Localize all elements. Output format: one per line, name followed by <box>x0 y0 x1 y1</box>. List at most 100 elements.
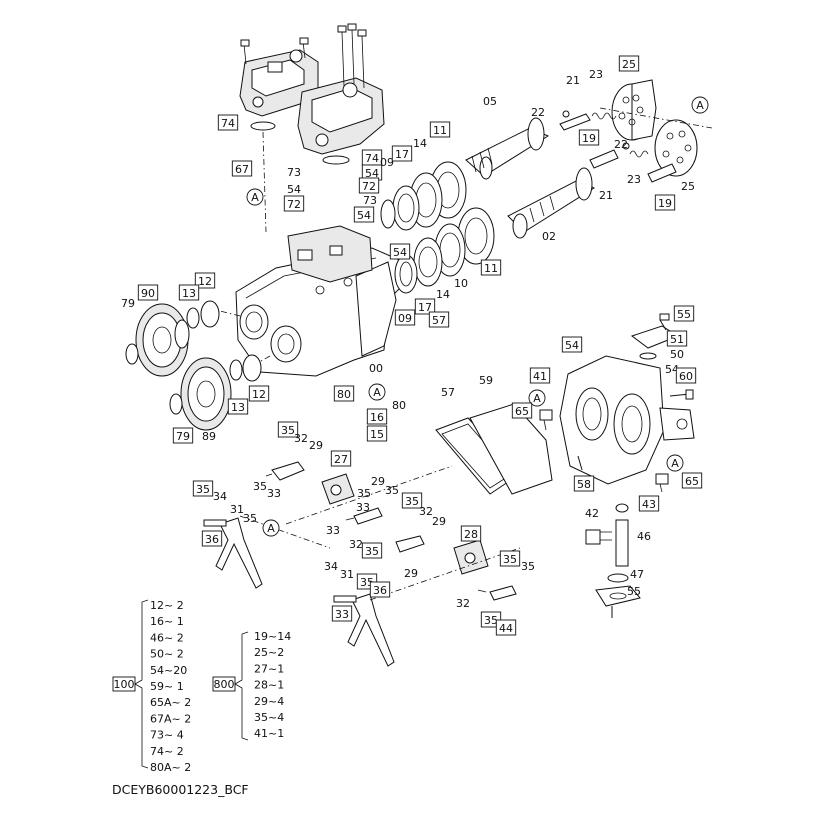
callout-number: 35 <box>357 487 371 500</box>
callout-number: 35 <box>243 512 257 525</box>
callout-05-15: 05 <box>483 95 497 108</box>
callout-box <box>353 206 375 223</box>
callout-02-27: 02 <box>542 230 556 243</box>
callout-number: 34 <box>213 490 227 503</box>
callout-number: A <box>267 522 275 535</box>
callout-55-101: 55 <box>627 585 641 598</box>
callout-number: 54 <box>565 339 579 352</box>
pin-58 <box>577 455 583 471</box>
callout-box <box>638 495 660 512</box>
callout-box <box>358 177 380 194</box>
callout-21-17: 21 <box>566 74 580 87</box>
callout-circle <box>666 454 684 472</box>
cylinder-block-25-upper <box>611 79 657 141</box>
callout-14-13: 14 <box>413 137 427 150</box>
callout-number: 54 <box>357 209 371 222</box>
callout-25-26: 25 <box>681 180 695 193</box>
linkage-lower <box>395 535 517 601</box>
kit-800-item: 35~4 <box>254 711 284 724</box>
callout-number: 28 <box>464 528 478 541</box>
fork-lever-lower <box>333 593 395 667</box>
callout-number: 33 <box>267 487 281 500</box>
callout-32-64: 32 <box>294 432 308 445</box>
callout-58-60: 58 <box>573 475 595 492</box>
callout-A-74: A <box>262 519 280 537</box>
callout-number: 19 <box>582 132 596 145</box>
callout-74-6: 74 <box>361 149 383 166</box>
callout-number: 29 <box>404 567 418 580</box>
callout-90-38: 90 <box>137 284 159 301</box>
callout-33-93: 33 <box>331 605 353 622</box>
callout-42-98: 42 <box>585 507 599 520</box>
callout-number: 27 <box>334 453 348 466</box>
callout-59-62: 59 <box>479 374 493 387</box>
callout-33-68: 33 <box>267 487 281 500</box>
shaft-02 <box>507 167 596 239</box>
callout-box <box>227 398 249 415</box>
callout-number: 72 <box>362 180 376 193</box>
callout-number: 89 <box>202 430 216 443</box>
callout-box <box>366 425 388 442</box>
callout-35-76: 35 <box>385 484 399 497</box>
callout-25-19: 25 <box>618 55 640 72</box>
callout-number: 35 <box>503 553 517 566</box>
callout-box <box>429 121 451 138</box>
callout-number: 11 <box>433 124 447 137</box>
callout-box <box>666 330 688 347</box>
callout-29-75: 29 <box>371 475 385 488</box>
callout-number: 35 <box>365 545 379 558</box>
kit-100-item: 73~ 4 <box>150 729 184 742</box>
callout-35-80: 35 <box>401 492 423 509</box>
callout-10-29: 10 <box>454 277 468 290</box>
callout-60-54: 60 <box>675 367 697 384</box>
callout-box <box>248 385 270 402</box>
callout-11-28: 11 <box>480 259 502 276</box>
callout-box <box>414 298 436 315</box>
callout-box <box>495 619 517 636</box>
callout-box <box>361 542 383 559</box>
kit-100-item: 12~ 2 <box>150 599 184 612</box>
callout-number: 00 <box>369 362 383 375</box>
callout-number: 13 <box>231 401 245 414</box>
callout-number: A <box>533 392 541 405</box>
callout-46-99: 46 <box>637 530 651 543</box>
callout-number: 33 <box>326 524 340 537</box>
callout-29-82: 29 <box>432 515 446 528</box>
control-valve-assembly-left <box>239 37 319 117</box>
callout-number: 15 <box>370 428 384 441</box>
callout-number: 12 <box>252 388 266 401</box>
callout-box <box>480 259 502 276</box>
plug-65-upper <box>539 409 553 431</box>
callout-number: 35 <box>196 483 210 496</box>
spool-42-assembly <box>585 503 641 618</box>
callout-number: 59 <box>479 374 493 387</box>
callout-27-66: 27 <box>330 450 352 467</box>
callout-number: 35 <box>281 424 295 437</box>
callout-box <box>499 550 521 567</box>
shaft-05 <box>465 117 550 180</box>
kit-800-label: 800 <box>214 678 235 691</box>
callout-box <box>573 475 595 492</box>
callout-box <box>192 480 214 497</box>
callout-box <box>618 55 640 72</box>
callout-number: 72 <box>287 198 301 211</box>
callout-box <box>333 385 355 402</box>
callout-number: 14 <box>413 137 427 150</box>
callout-11-14: 11 <box>429 121 451 138</box>
callout-number: 32 <box>349 538 363 551</box>
callout-box <box>480 611 502 628</box>
callout-number: 19 <box>658 197 672 210</box>
callout-57-34: 57 <box>428 311 450 328</box>
callout-09-11: 09 <box>380 156 394 169</box>
kit-100-item: 46~ 2 <box>150 631 184 644</box>
callout-19-25: 19 <box>654 194 676 211</box>
callout-number: 36 <box>205 533 219 546</box>
callout-72-8: 72 <box>358 177 380 194</box>
callout-55-49: 55 <box>673 305 695 322</box>
callout-number: 55 <box>677 308 691 321</box>
callout-number: 21 <box>599 189 613 202</box>
callout-number: 35 <box>253 480 267 493</box>
callout-number: 09 <box>380 156 394 169</box>
callout-number: 58 <box>577 478 591 491</box>
